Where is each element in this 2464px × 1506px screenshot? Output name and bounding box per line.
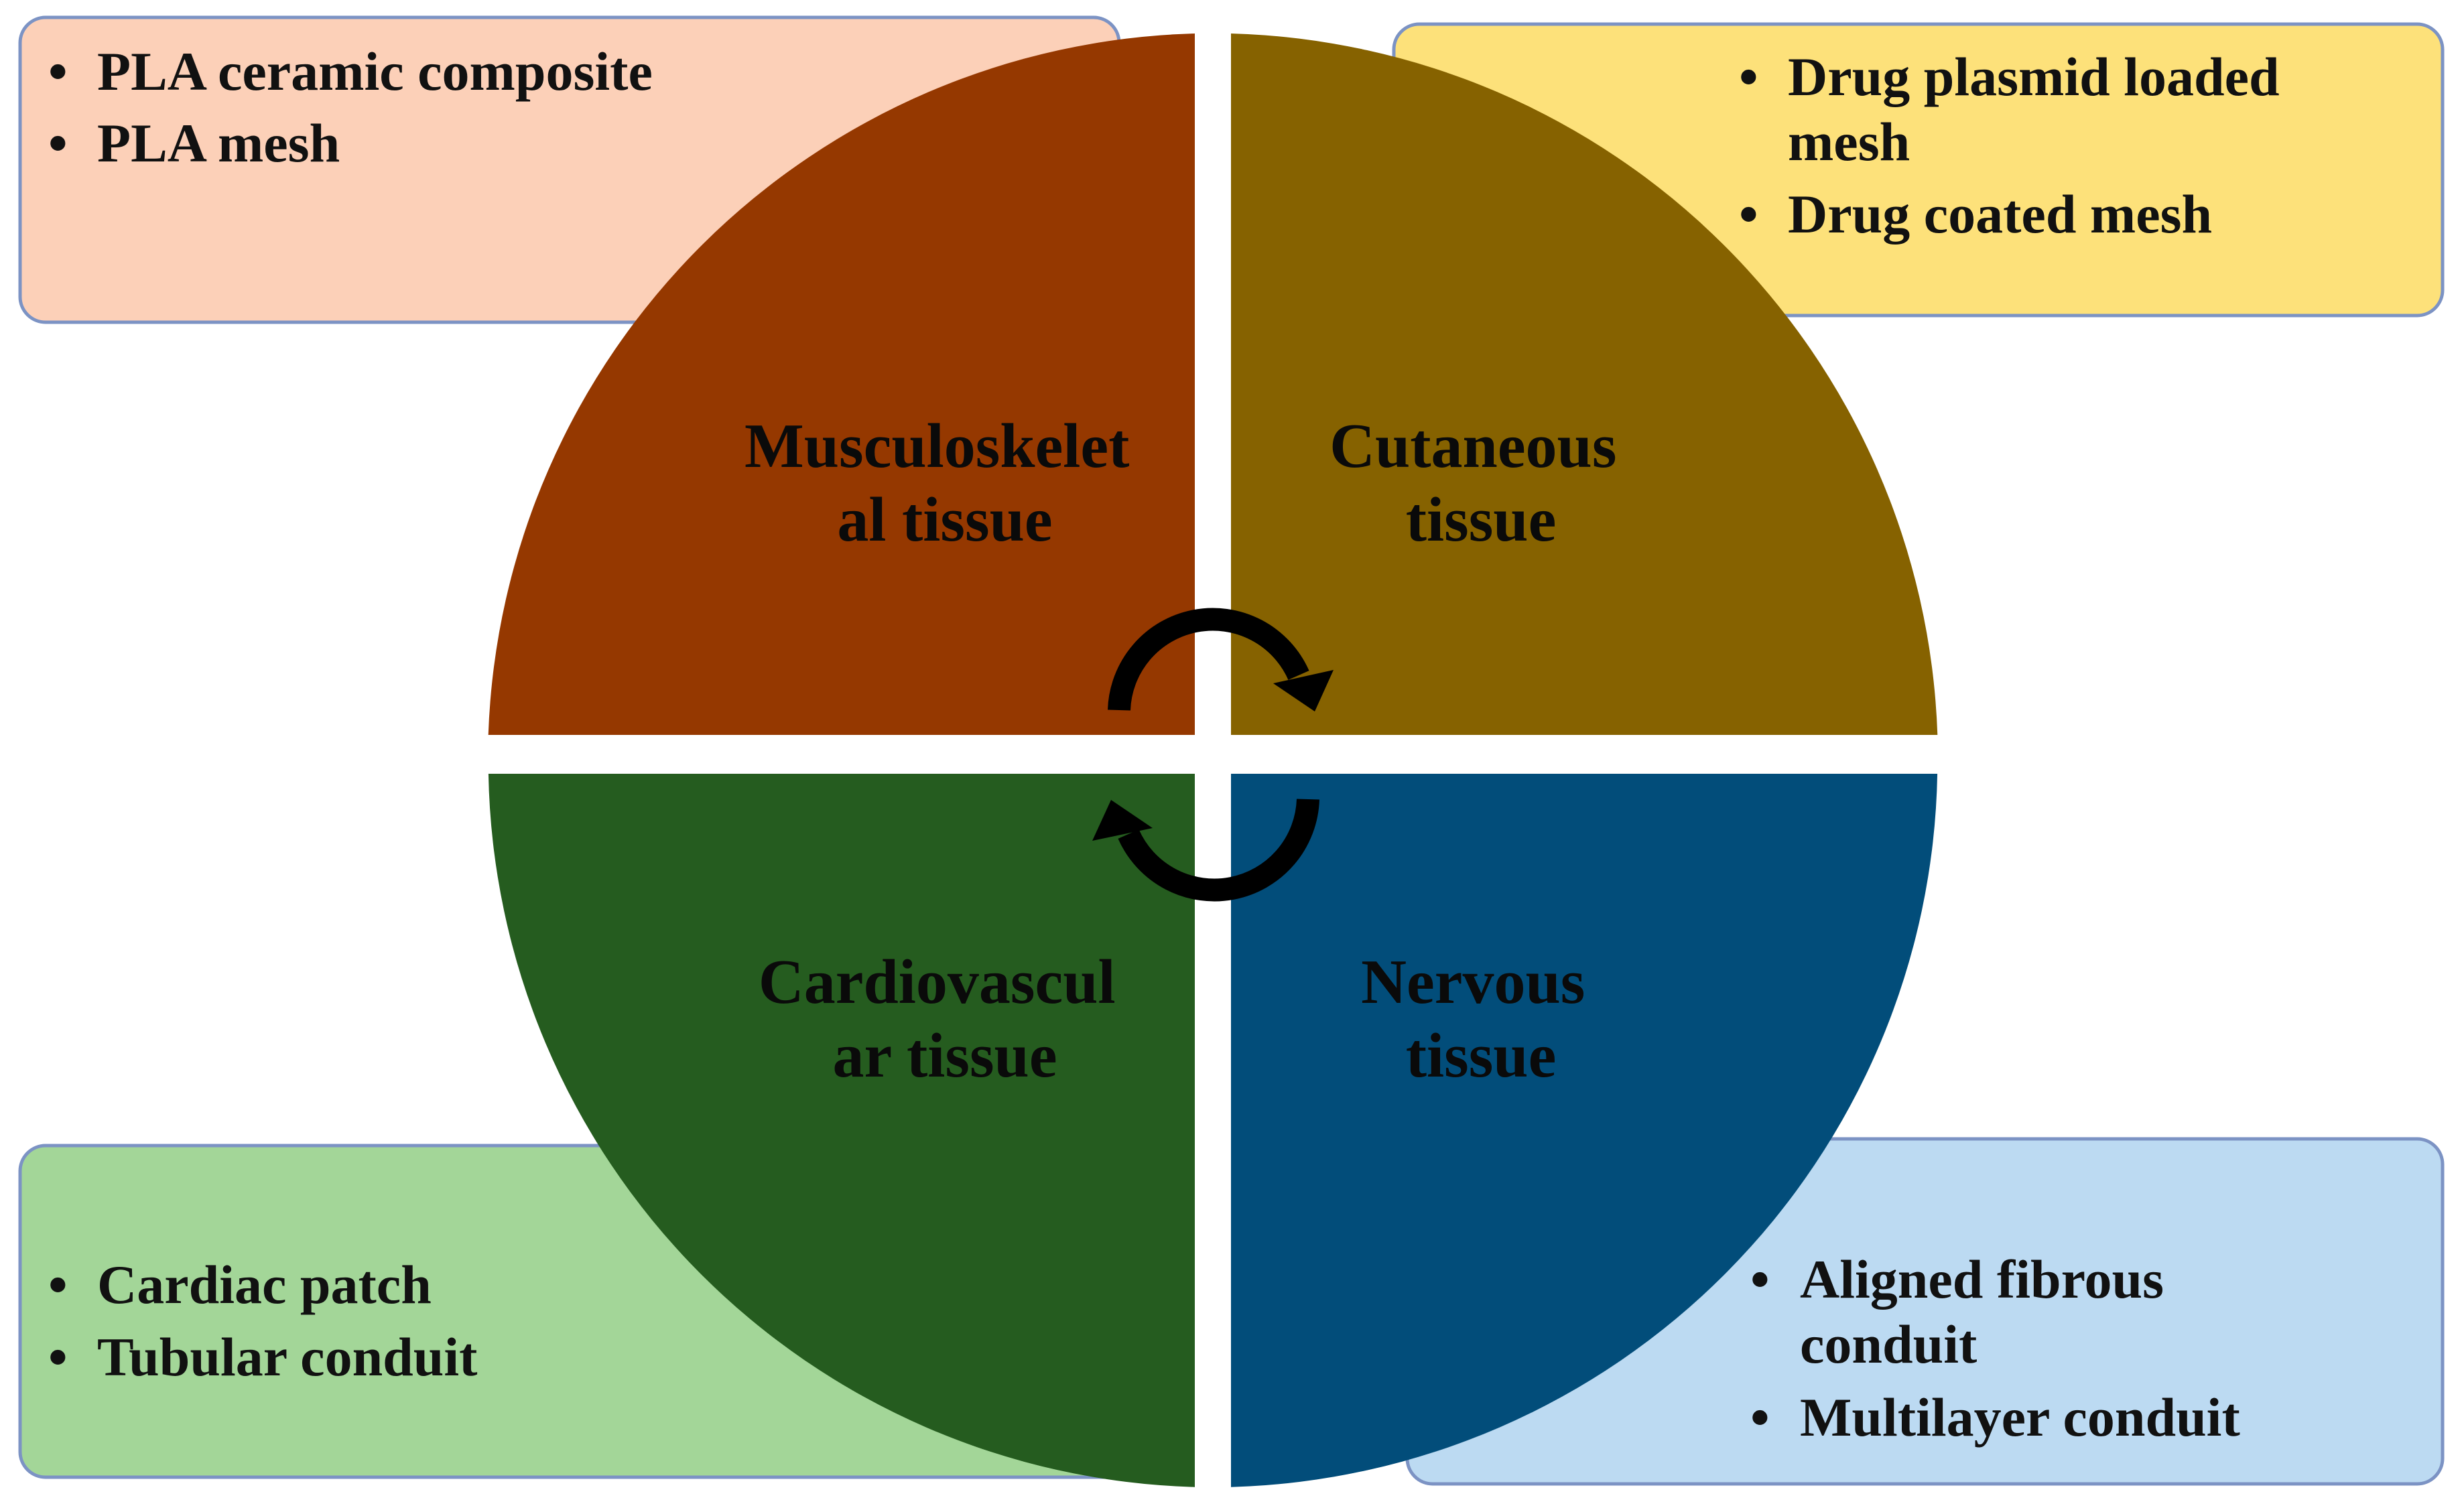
cycle-arrows-icon xyxy=(1092,608,1334,902)
cardiovascular-quadrant xyxy=(488,774,1195,1487)
musculoskeletal-item-1-line-1: PLA ceramic composite xyxy=(97,41,653,102)
bullet-icon: • xyxy=(1750,1249,1770,1310)
cardiovascular-materials-list: • Cardiac patch • Tubular conduit xyxy=(48,1254,477,1387)
cardiovascular-item-1-line-1: Cardiac patch xyxy=(97,1254,432,1315)
nervous-item-1-line-2: conduit xyxy=(1800,1314,1977,1375)
nervous-quadrant xyxy=(1231,774,1938,1487)
cutaneous-item-1-line-2: mesh xyxy=(1788,111,1910,172)
bullet-icon: • xyxy=(48,1326,68,1387)
arrow-head-top-icon xyxy=(1273,670,1334,711)
clockwise-arrow-top-icon xyxy=(1108,608,1309,711)
bullet-icon: • xyxy=(1739,184,1758,245)
musculoskeletal-materials-list: • PLA ceramic composite • PLA mesh xyxy=(48,41,653,174)
cardiovascular-label: Cardiovascul ar tissue xyxy=(759,947,1131,1091)
cutaneous-label-line-2: tissue xyxy=(1406,485,1557,555)
musculoskeletal-quadrant xyxy=(488,33,1195,735)
nervous-item-1-line-1: Aligned fibrous xyxy=(1800,1249,2164,1310)
bullet-icon: • xyxy=(1750,1387,1770,1448)
clockwise-arrow-bottom-icon xyxy=(1118,799,1319,902)
bullet-icon: • xyxy=(48,1254,68,1315)
arrow-head-bottom-icon xyxy=(1092,800,1153,841)
bullet-icon: • xyxy=(48,41,68,102)
bullet-icon: • xyxy=(48,113,68,174)
cutaneous-item-2-line-1: Drug coated mesh xyxy=(1788,184,2212,245)
cutaneous-label-line-1: Cutaneous xyxy=(1330,411,1616,481)
musculoskeletal-item-2-line-1: PLA mesh xyxy=(97,113,340,174)
musculoskeletal-label-line-2: al tissue xyxy=(837,485,1052,555)
cardiovascular-label-line-2: ar tissue xyxy=(832,1021,1057,1091)
bullet-icon: • xyxy=(1739,46,1758,107)
musculoskeletal-label-line-1: Musculoskelet xyxy=(744,411,1129,481)
nervous-label-line-2: tissue xyxy=(1406,1021,1557,1091)
cutaneous-quadrant xyxy=(1231,33,1938,735)
cardiovascular-label-line-1: Cardiovascul xyxy=(759,947,1116,1017)
cutaneous-label: Cutaneous tissue xyxy=(1330,411,1632,555)
cutaneous-item-1-line-1: Drug plasmid loaded xyxy=(1788,46,2280,107)
nervous-label: Nervous tissue xyxy=(1361,947,1601,1091)
nervous-item-2-line-1: Multilayer conduit xyxy=(1800,1387,2240,1448)
musculoskeletal-label: Musculoskelet al tissue xyxy=(744,411,1145,555)
nervous-label-line-1: Nervous xyxy=(1361,947,1585,1017)
cardiovascular-item-2-line-1: Tubular conduit xyxy=(97,1326,477,1387)
